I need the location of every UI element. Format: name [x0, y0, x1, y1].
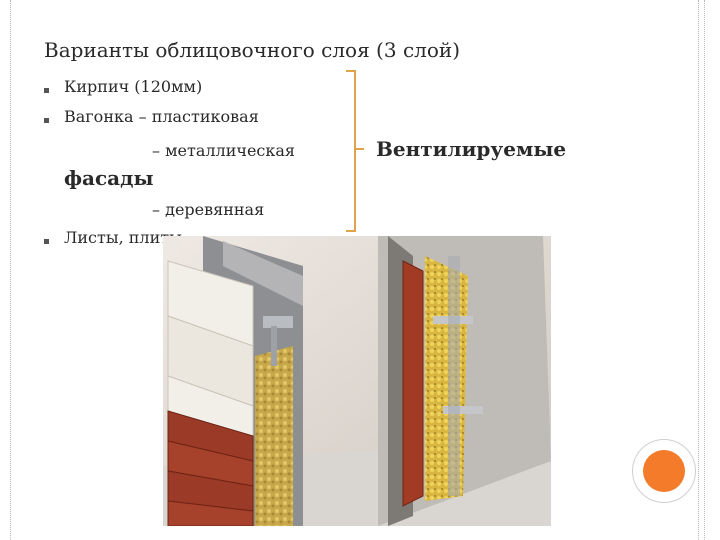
facades-label: фасады	[64, 166, 154, 190]
bullet-marker	[44, 88, 49, 93]
slide-border-right	[698, 0, 699, 540]
sub-item-wood: – деревянная	[152, 200, 265, 219]
grouping-brace	[346, 70, 356, 232]
slide-border-right-inner	[704, 0, 705, 540]
bullet-marker	[44, 239, 49, 244]
decor-orange-circle	[643, 450, 685, 492]
brace-tick	[356, 148, 364, 150]
list-item-lining: Вагонка – пластиковая	[64, 107, 259, 126]
facade-sample-photo	[163, 236, 551, 526]
bullet-marker	[44, 118, 49, 123]
ventilated-label: Вентилируемые	[376, 137, 567, 161]
slide-title: Варианты облицовочного слоя (3 слой)	[44, 38, 461, 62]
list-item-brick: Кирпич (120мм)	[64, 77, 203, 96]
facade-photo-illustration	[163, 236, 551, 526]
sub-item-metal: – металлическая	[152, 141, 296, 160]
list-item-sheets: Листы, плиты	[64, 228, 182, 247]
slide-border-left	[10, 0, 11, 540]
